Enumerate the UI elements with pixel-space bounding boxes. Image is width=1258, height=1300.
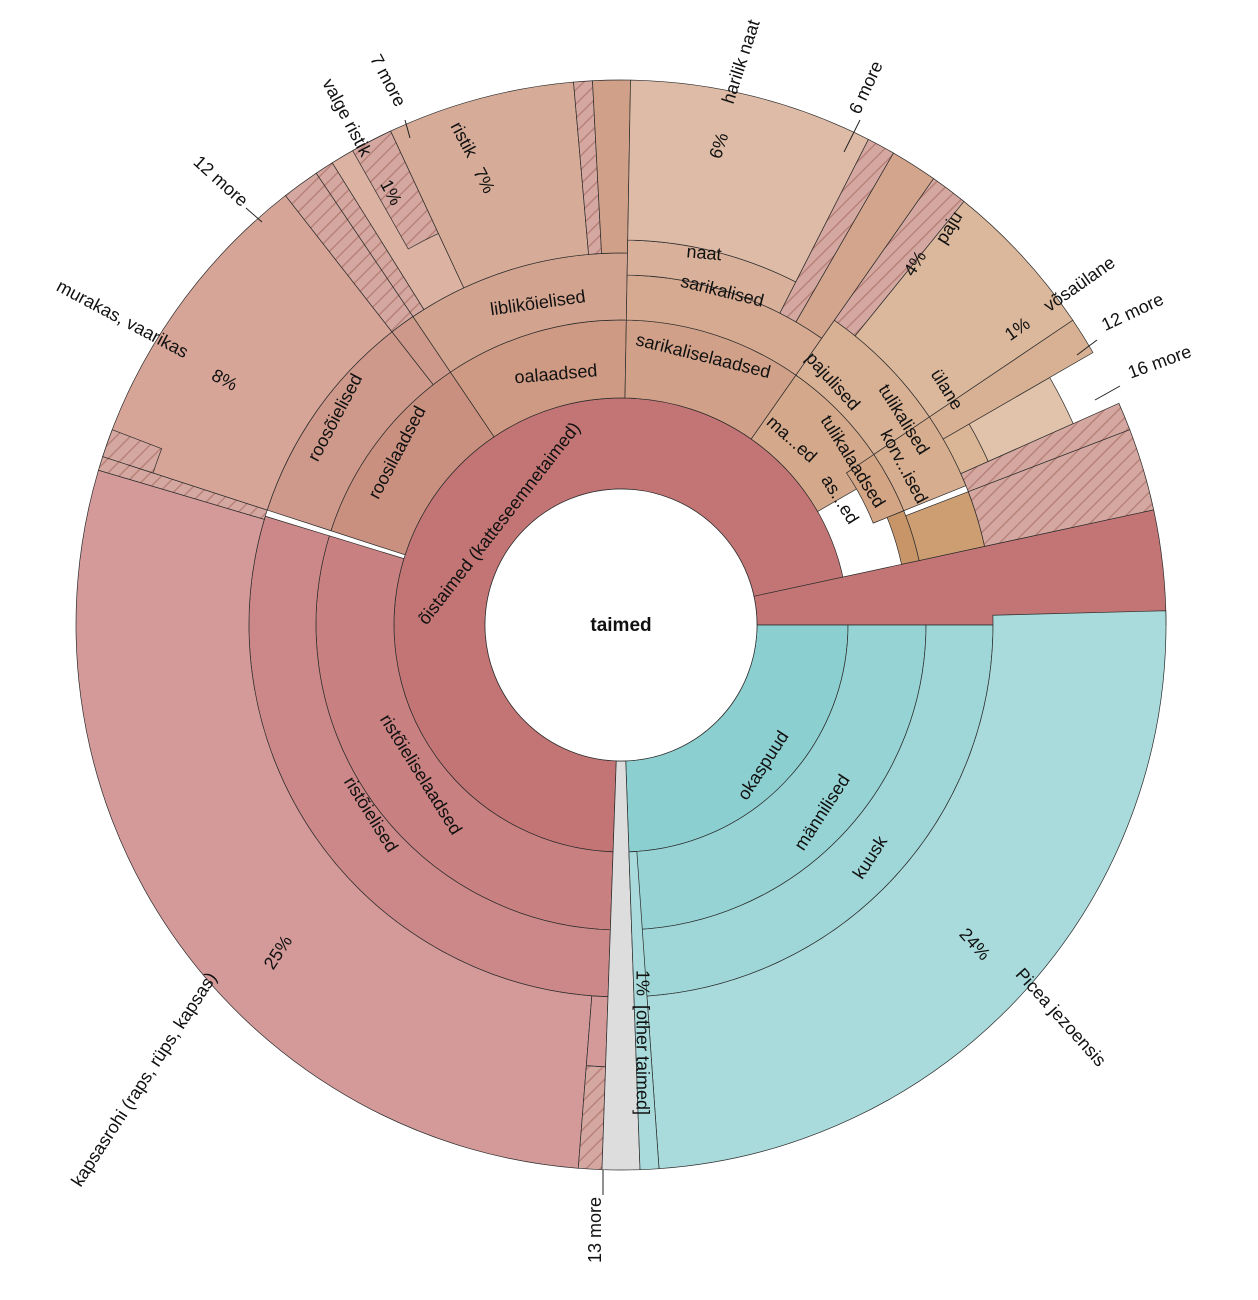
more-13-base[interactable] [585, 995, 609, 1068]
more-12b-label: 12 more [1098, 289, 1166, 335]
fabales-edge[interactable] [315, 162, 425, 318]
naat-label: naat [686, 241, 723, 264]
other-taimed-label: [other taimed] [632, 1005, 652, 1115]
picea-tail[interactable] [628, 851, 660, 1171]
picea-label: Picea jezoensis [1012, 964, 1111, 1070]
more-12b-leader [1076, 339, 1098, 356]
more-7-leader [404, 119, 411, 139]
more-6-leader [843, 119, 861, 153]
more-6-label: 6 more [845, 58, 887, 117]
more-16-label: 16 more [1125, 341, 1194, 382]
kapsasrohi-label: kapsasrohi (raps, rüps, kapsas) [67, 969, 221, 1190]
more-7-label: 7 more [366, 51, 410, 110]
more-12a-leader [245, 207, 263, 223]
harilik-naat-label: harilik naat [718, 17, 764, 106]
murakas-hatch[interactable] [102, 429, 163, 474]
more-16-leader [1094, 385, 1121, 401]
more-13-label: 13 more [585, 1197, 605, 1263]
sunburst-segments [75, 79, 1167, 1171]
picea-segment[interactable] [646, 610, 1167, 1170]
valge-ristik-label: valge ristik [318, 75, 376, 160]
other-taimed-pct-label: 1% [632, 970, 652, 996]
center-label: taimed [590, 615, 651, 636]
center-hole [484, 488, 758, 762]
tulikalised-outer[interactable] [928, 319, 1094, 440]
leader-lines [245, 119, 1121, 1195]
more-16-segment[interactable] [967, 429, 1155, 547]
kapsasrohi-segment[interactable] [75, 469, 593, 1169]
vosaulane-label: võsaülane [1040, 252, 1119, 315]
more-12a-label: 12 more [190, 152, 252, 211]
